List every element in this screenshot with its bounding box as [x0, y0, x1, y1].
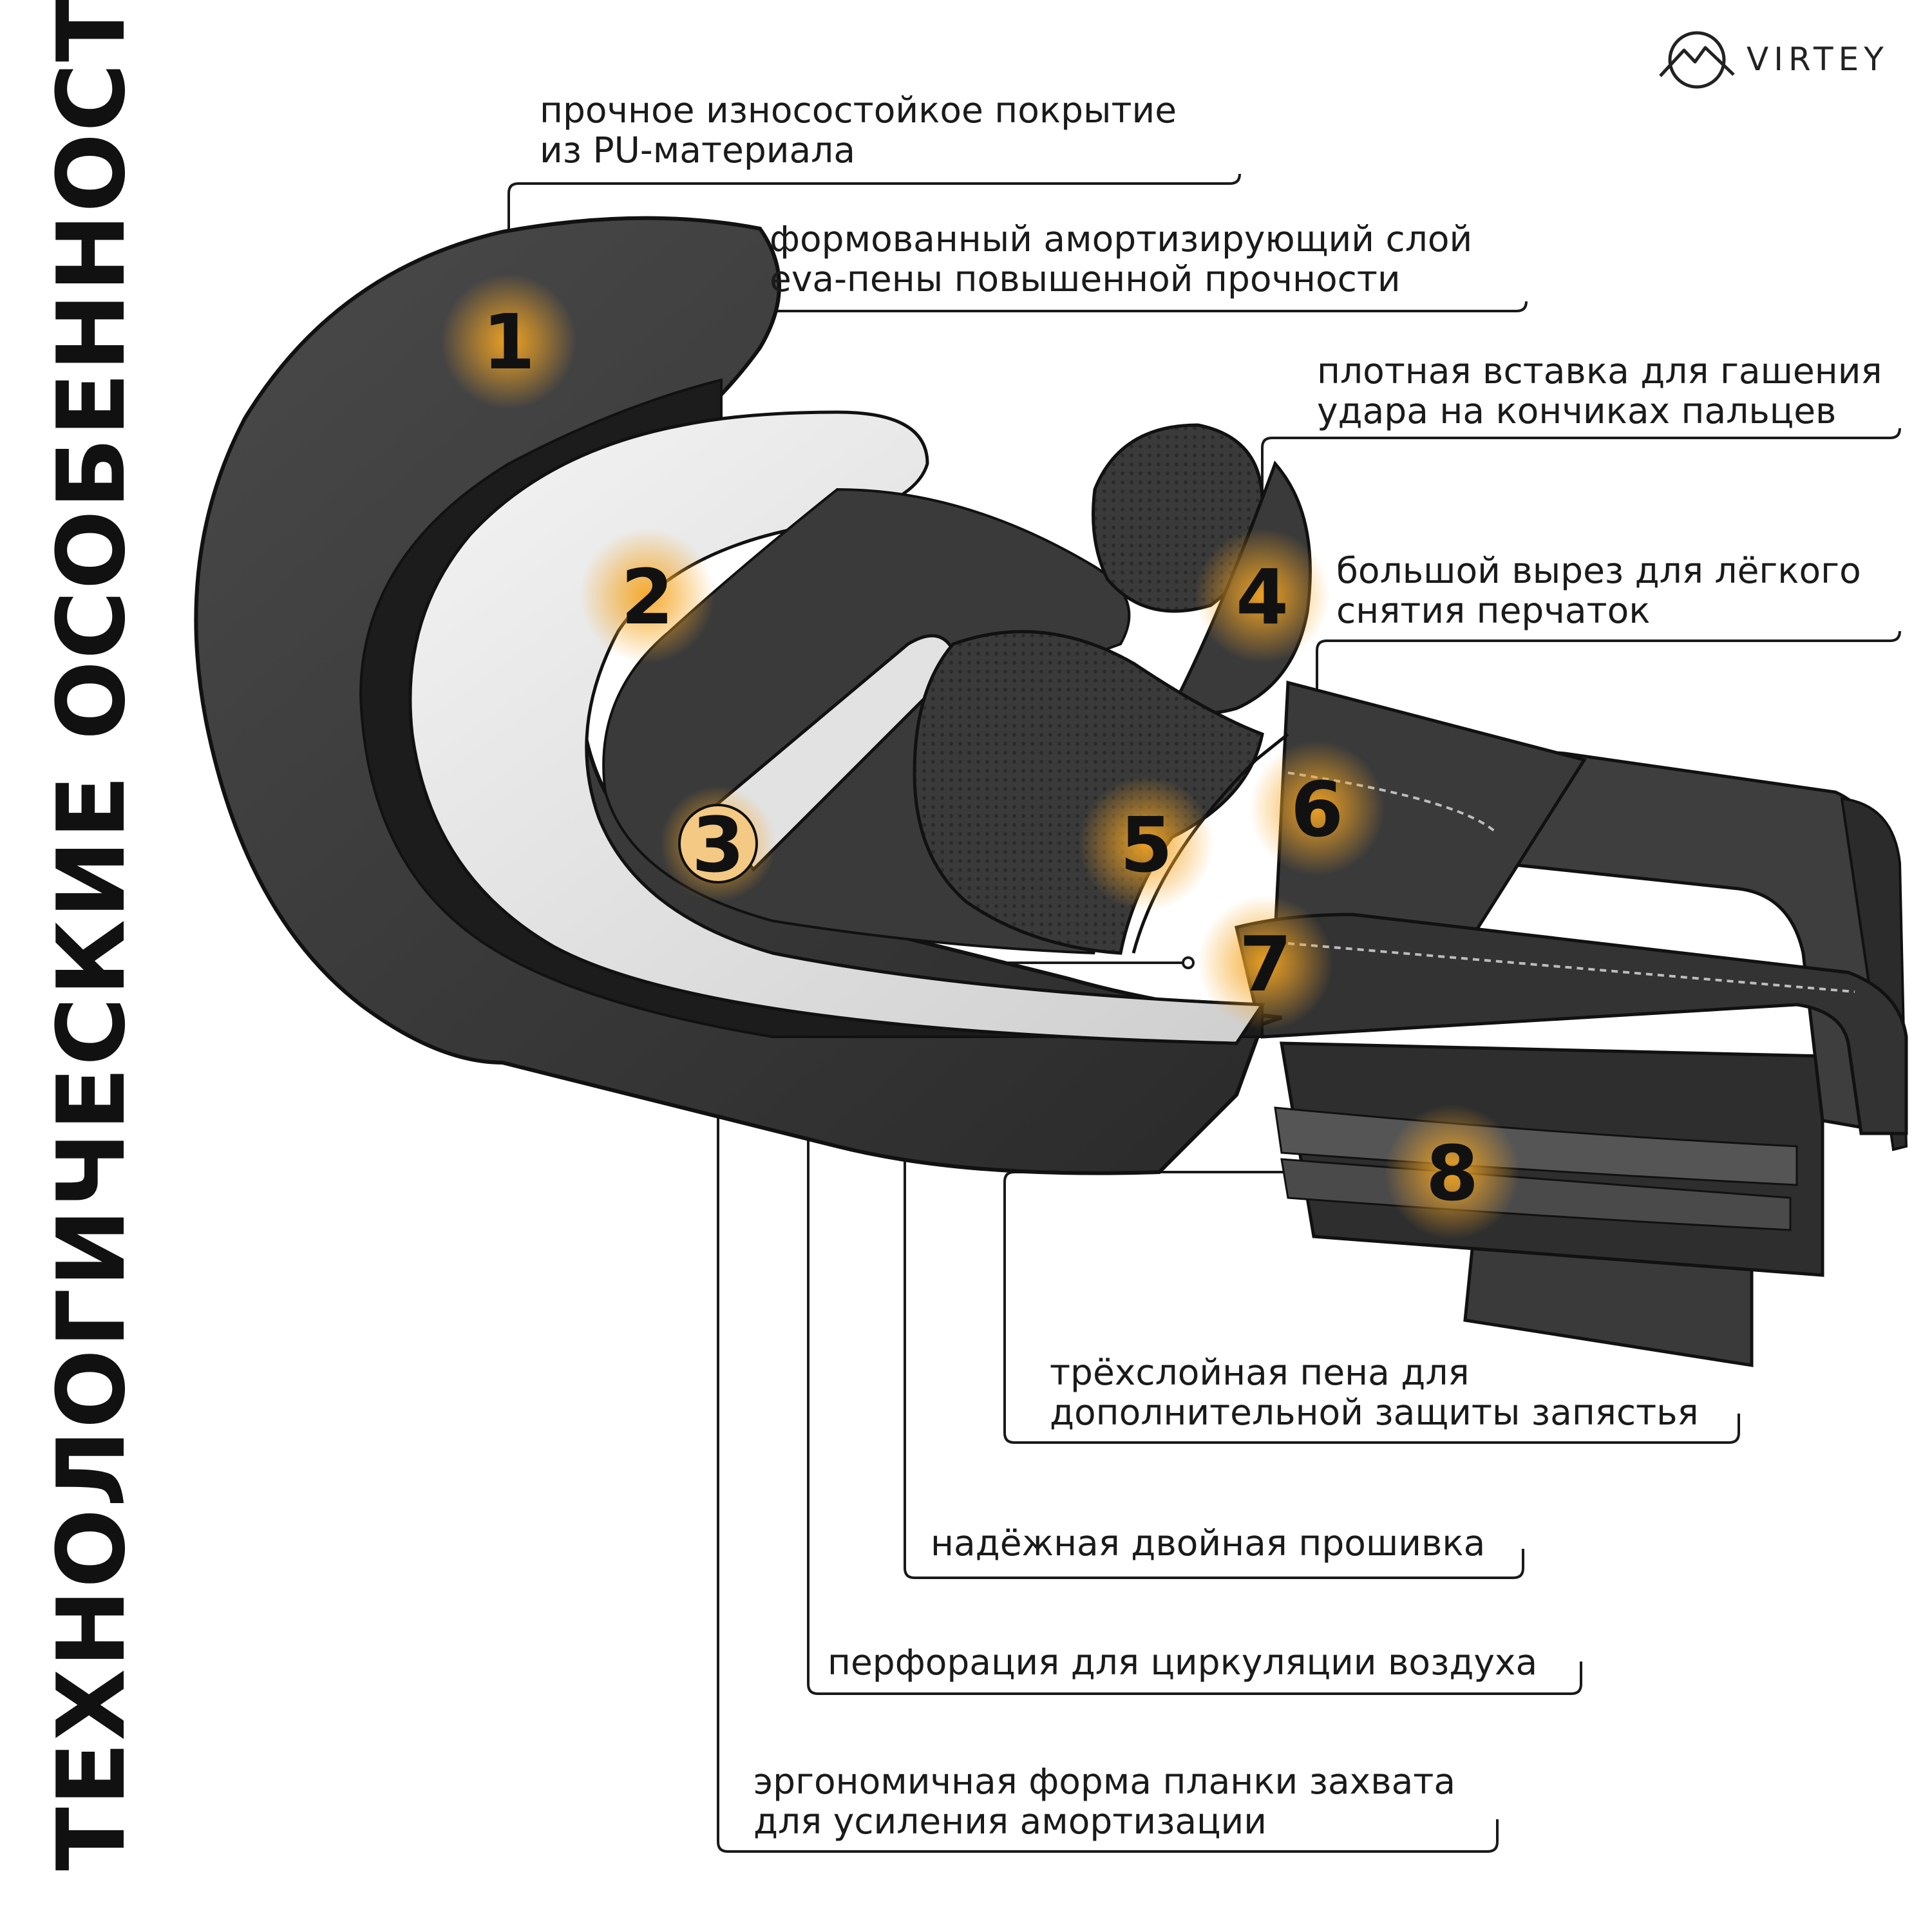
caption-3-line-2: для усиления амортизации	[753, 1801, 1267, 1842]
caption-3: эргономичная форма планки захвата для ус…	[753, 1761, 1455, 1841]
caption-8-line-1: трёхслойная пена для	[1050, 1352, 1470, 1393]
page-title: ТЕХНОЛОГИЧЕСКИЕ ОСОБЕННОСТИ	[37, 0, 146, 1871]
caption-1-line-2: из PU-материала	[540, 129, 856, 171]
caption-1: прочное износостойкое покрытие из PU-мат…	[540, 90, 1177, 170]
leader-line-6	[1316, 630, 1901, 731]
stitch-6	[1287, 772, 1495, 832]
caption-3-line-1: эргономичная форма планки захвата	[753, 1761, 1456, 1802]
marker-number-8: 8	[1426, 1129, 1479, 1218]
caption-8-line-2: дополнительной защиты запястья	[1050, 1392, 1699, 1433]
leader-line-8	[1003, 1171, 1740, 1444]
stitch-7	[1287, 942, 1855, 993]
marker-number-4: 4	[1236, 553, 1289, 641]
marker-number-1: 1	[482, 298, 535, 386]
marker-number-2: 2	[621, 553, 674, 641]
marker-number-6: 6	[1291, 765, 1343, 854]
caption-8: трёхслойная пена для дополнительной защи…	[1050, 1352, 1699, 1432]
marker-number-3: 3	[692, 800, 744, 889]
caption-2-line-2: eva-пены повышенной прочности	[770, 258, 1401, 299]
caption-6: большой вырез для лёгкого снятия перчато…	[1336, 551, 1861, 630]
caption-5-line-1: перфорация для циркуляции воздуха	[828, 1642, 1538, 1683]
leader-line-1	[507, 173, 1241, 283]
mountain-circle-logo-icon	[1659, 31, 1735, 89]
caption-1-line-1: прочное износостойкое покрытие	[540, 90, 1177, 131]
caption-5: перфорация для циркуляции воздуха	[828, 1642, 1537, 1682]
leader-line-3	[717, 902, 1499, 1853]
marker-number-5: 5	[1120, 800, 1173, 889]
caption-2-line-1: формованный амортизирующий слой	[770, 218, 1473, 260]
glow-markers	[441, 274, 1520, 1240]
caption-6-line-2: снятия перчаток	[1336, 590, 1651, 631]
brand-logo: VIRTEY	[1655, 24, 1919, 95]
caption-4: плотная вставка для гашения удара на кон…	[1317, 351, 1882, 431]
caption-6-line-1: большой вырез для лёгкого	[1336, 550, 1861, 591]
leader-line-4	[1261, 428, 1901, 541]
brand-name: VIRTEY	[1747, 41, 1889, 78]
caption-4-line-1: плотная вставка для гашения	[1317, 350, 1882, 392]
caption-4-line-2: удара на кончиках пальцев	[1317, 390, 1837, 431]
caption-2: формованный амортизирующий слой eva-пены…	[770, 219, 1472, 299]
caption-7-line-1: надёжная двойная прошивка	[931, 1522, 1486, 1564]
caption-7: надёжная двойная прошивка	[931, 1523, 1485, 1563]
marker-number-7: 7	[1239, 920, 1292, 1009]
